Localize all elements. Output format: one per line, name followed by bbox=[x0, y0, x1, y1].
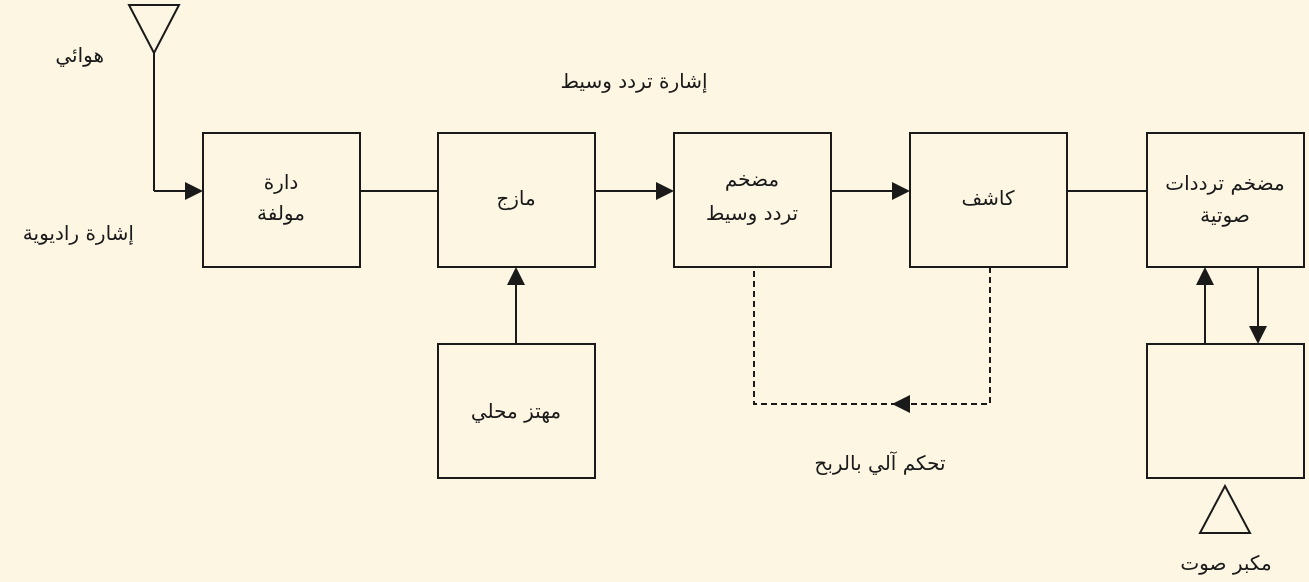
antenna-to-tuner-arrowhead bbox=[185, 182, 203, 200]
tuner-block: دارة مولفة bbox=[202, 132, 361, 268]
agc-loop bbox=[753, 267, 991, 413]
agc-dashed-path bbox=[753, 267, 991, 405]
oscillator-to-mixer-arrowhead bbox=[507, 267, 525, 285]
detector-label: كاشف bbox=[961, 186, 1015, 210]
if-amplifier-label-line2: تردد وسيط bbox=[706, 201, 798, 225]
antenna-label: هوائي bbox=[55, 43, 104, 68]
audio-amplifier-label-line2: صوتية bbox=[1200, 203, 1250, 227]
audio-amplifier-label-line1: مضخم ترددات bbox=[1165, 171, 1284, 195]
radio-signal-label: إشارة راديوية bbox=[23, 221, 134, 246]
mixer-to-if-amp-arrowhead bbox=[656, 182, 674, 200]
audio-amplifier-block: مضخم ترددات صوتية bbox=[1146, 132, 1305, 268]
agc-arrowhead bbox=[892, 395, 910, 413]
antenna-icon bbox=[127, 4, 181, 56]
mixer-block: مازج bbox=[437, 132, 596, 268]
local-oscillator-block: مهتز محلي bbox=[437, 343, 596, 479]
agc-label: تحكم آلي بالربح bbox=[814, 450, 945, 476]
local-oscillator-label: مهتز محلي bbox=[471, 399, 561, 424]
if-amp-to-detector-arrowhead bbox=[892, 182, 910, 200]
if-signal-label: إشارة تردد وسيط bbox=[560, 69, 707, 94]
tuner-box bbox=[202, 132, 361, 268]
audio-amp-to-lower-arrowhead bbox=[1249, 326, 1267, 344]
if-amplifier-label-line1: مضخم bbox=[725, 167, 779, 191]
audio-amplifier-box bbox=[1146, 132, 1305, 268]
tuner-label-line2: مولفة bbox=[257, 201, 305, 225]
speaker-icon bbox=[1198, 483, 1252, 534]
mixer-box bbox=[437, 132, 596, 268]
if-amplifier-block: مضخم تردد وسيط bbox=[673, 132, 832, 268]
detector-box bbox=[909, 132, 1068, 268]
mixer-label: مازج bbox=[496, 186, 535, 210]
detector-block: كاشف bbox=[909, 132, 1068, 268]
speaker-label: مكبر صوت bbox=[1180, 551, 1271, 575]
antenna bbox=[127, 4, 203, 200]
lower-to-audio-amp-arrowhead bbox=[1196, 267, 1214, 285]
if-amplifier-box bbox=[673, 132, 832, 268]
speaker-driver-box bbox=[1146, 343, 1305, 479]
tuner-label-line1: دارة bbox=[264, 170, 299, 194]
